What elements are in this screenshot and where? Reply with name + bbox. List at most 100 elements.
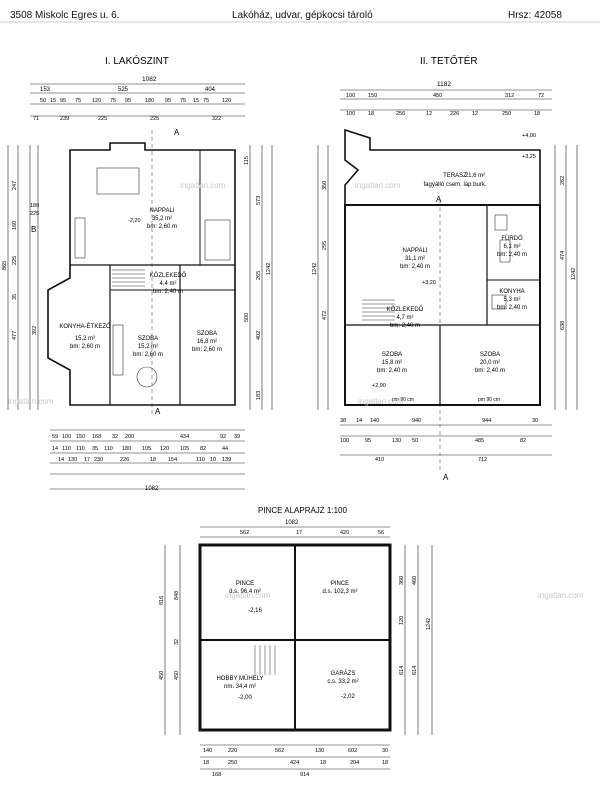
svg-text:18: 18 bbox=[382, 760, 388, 766]
svg-text:250: 250 bbox=[502, 111, 511, 117]
svg-text:168: 168 bbox=[212, 772, 221, 778]
svg-text:105: 105 bbox=[180, 446, 189, 452]
svg-text:450: 450 bbox=[433, 93, 442, 99]
svg-text:477: 477 bbox=[12, 331, 18, 340]
svg-text:14: 14 bbox=[52, 446, 58, 452]
svg-text:6,1 m²: 6,1 m² bbox=[503, 244, 520, 250]
svg-text:1242: 1242 bbox=[571, 268, 577, 280]
svg-text:110: 110 bbox=[104, 446, 113, 452]
svg-text:TERASZ: TERASZ bbox=[443, 173, 467, 179]
svg-text:15: 15 bbox=[50, 98, 56, 104]
svg-text:30: 30 bbox=[532, 418, 538, 424]
svg-text:17: 17 bbox=[84, 457, 90, 463]
svg-text:bm: 2,60 m: bm: 2,60 m bbox=[70, 344, 100, 350]
svg-text:180: 180 bbox=[122, 446, 131, 452]
svg-text:31,1 m²: 31,1 m² bbox=[405, 256, 425, 262]
svg-text:848: 848 bbox=[174, 591, 180, 600]
svg-text:120: 120 bbox=[92, 98, 101, 104]
svg-text:105: 105 bbox=[142, 446, 151, 452]
svg-text:865: 865 bbox=[2, 261, 8, 270]
basement-top-dims: 562 17 420 56 bbox=[240, 530, 384, 536]
svg-text:SZOBA: SZOBA bbox=[197, 331, 217, 337]
svg-text:500: 500 bbox=[244, 313, 250, 322]
gf-level: -2,20 bbox=[128, 218, 141, 224]
svg-text:bm: 2,40 m: bm: 2,40 m bbox=[153, 289, 183, 295]
svg-text:d.s. 96,4 m²: d.s. 96,4 m² bbox=[229, 589, 261, 595]
svg-text:15,2 m²: 15,2 m² bbox=[138, 344, 158, 350]
svg-text:75: 75 bbox=[110, 98, 116, 104]
gf-dimension-lines bbox=[7, 83, 273, 490]
basement-bottom-dims: 140 220 562 130 602 30 18 250 424 18 204… bbox=[203, 748, 388, 778]
svg-text:140: 140 bbox=[203, 748, 212, 754]
svg-text:154: 154 bbox=[168, 457, 177, 463]
svg-text:247: 247 bbox=[12, 181, 18, 190]
svg-text:914: 914 bbox=[300, 772, 309, 778]
svg-text:ingatlan.com: ingatlan.com bbox=[538, 591, 584, 600]
svg-text:295: 295 bbox=[322, 241, 328, 250]
svg-text:130: 130 bbox=[315, 748, 324, 754]
attic-levels: +4,00 +3,25 +3,20 +2,90 bbox=[372, 133, 536, 389]
svg-text:75: 75 bbox=[180, 98, 186, 104]
svg-text:183: 183 bbox=[256, 391, 262, 400]
svg-text:4,4 m²: 4,4 m² bbox=[159, 281, 176, 287]
attic-dim-total: 1182 bbox=[437, 81, 451, 88]
svg-text:50: 50 bbox=[412, 438, 418, 444]
svg-text:472: 472 bbox=[322, 311, 328, 320]
svg-text:225: 225 bbox=[98, 116, 107, 122]
gf-building bbox=[47, 130, 236, 415]
svg-text:15,2 m²: 15,2 m² bbox=[75, 336, 95, 342]
svg-text:424: 424 bbox=[290, 760, 299, 766]
svg-text:220: 220 bbox=[228, 748, 237, 754]
svg-text:474: 474 bbox=[560, 251, 566, 260]
ground-floor-title: I. LAKÓSZINT bbox=[105, 54, 169, 67]
svg-text:30: 30 bbox=[382, 748, 388, 754]
svg-text:35: 35 bbox=[92, 446, 98, 452]
svg-text:100: 100 bbox=[62, 434, 71, 440]
svg-text:bm: 2,40 m: bm: 2,40 m bbox=[377, 368, 407, 374]
svg-text:PINCE: PINCE bbox=[236, 581, 254, 587]
svg-text:c.s. 33,2 m²: c.s. 33,2 m² bbox=[327, 679, 358, 685]
svg-text:180: 180 bbox=[145, 98, 154, 104]
svg-text:115: 115 bbox=[244, 156, 250, 165]
svg-text:226: 226 bbox=[450, 111, 459, 117]
svg-text:312: 312 bbox=[505, 93, 514, 99]
svg-text:110: 110 bbox=[62, 446, 71, 452]
svg-text:460: 460 bbox=[412, 576, 418, 585]
svg-text:ingatlan.com: ingatlan.com bbox=[8, 397, 54, 406]
svg-text:38: 38 bbox=[340, 418, 346, 424]
svg-text:4,7 m²: 4,7 m² bbox=[396, 315, 413, 321]
svg-text:150: 150 bbox=[76, 434, 85, 440]
svg-text:225: 225 bbox=[150, 116, 159, 122]
svg-text:KÖZLEKEDŐ: KÖZLEKEDŐ bbox=[387, 306, 424, 313]
svg-text:816: 816 bbox=[159, 596, 165, 605]
svg-text:160: 160 bbox=[12, 221, 18, 230]
svg-text:140: 140 bbox=[370, 418, 379, 424]
svg-text:225: 225 bbox=[30, 211, 39, 217]
svg-text:bm: 2,40 m: bm: 2,40 m bbox=[497, 305, 527, 311]
svg-text:168: 168 bbox=[92, 434, 101, 440]
svg-text:226: 226 bbox=[120, 457, 129, 463]
svg-text:110: 110 bbox=[196, 457, 205, 463]
svg-text:PINCE: PINCE bbox=[331, 581, 349, 587]
attic-section-a-top: A bbox=[436, 195, 442, 204]
svg-text:5,3 m²: 5,3 m² bbox=[503, 297, 520, 303]
svg-text:573: 573 bbox=[256, 196, 262, 205]
svg-text:110: 110 bbox=[76, 446, 85, 452]
svg-text:-2,16: -2,16 bbox=[248, 608, 262, 614]
svg-text:239: 239 bbox=[60, 116, 69, 122]
svg-text:-2,00: -2,00 bbox=[238, 695, 252, 701]
svg-text:18: 18 bbox=[150, 457, 156, 463]
svg-text:562: 562 bbox=[240, 530, 249, 536]
svg-text:410: 410 bbox=[375, 457, 384, 463]
svg-text:1242: 1242 bbox=[426, 618, 432, 630]
address: 3508 Miskolc Egres u. 6. bbox=[10, 10, 120, 21]
svg-text:18: 18 bbox=[534, 111, 540, 117]
svg-text:602: 602 bbox=[348, 748, 357, 754]
basement-building bbox=[198, 543, 392, 732]
svg-text:17: 17 bbox=[296, 530, 302, 536]
watermarks: ingatlan.com ingatlan.com ingatlan.com i… bbox=[8, 181, 584, 600]
svg-text:HOBBY MŰHELY: HOBBY MŰHELY bbox=[216, 675, 263, 682]
svg-text:KONYHA: KONYHA bbox=[499, 289, 524, 295]
svg-text:402: 402 bbox=[256, 331, 262, 340]
basement-dimension-lines bbox=[164, 526, 433, 770]
